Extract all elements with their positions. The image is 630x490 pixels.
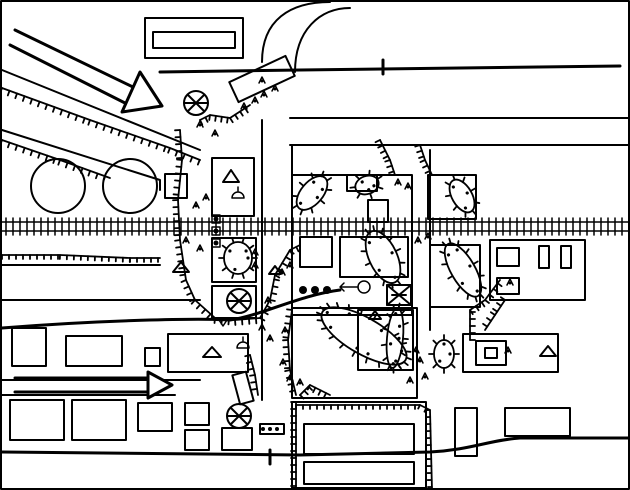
mine-mark	[266, 334, 274, 342]
mine-mark	[260, 90, 268, 98]
mine-mark	[412, 346, 420, 354]
wire-line-lower-west	[282, 308, 297, 396]
road-upper-edge	[158, 64, 622, 74]
mine-mark	[414, 236, 422, 244]
mine-mark	[421, 372, 429, 380]
mine-mark	[182, 236, 190, 244]
roads	[0, 1, 630, 466]
obstacle-circle-cross-middle	[226, 288, 252, 314]
wire-loop-north-east	[444, 174, 481, 218]
small-icons	[218, 186, 371, 349]
wire-loop-south-east	[428, 334, 460, 374]
wire-loop-south-right	[380, 302, 409, 374]
wire-line-south-1	[299, 384, 331, 400]
mine-mark	[192, 201, 200, 209]
mine-mark	[240, 102, 248, 110]
mine-mark	[394, 178, 402, 186]
mine-mark	[279, 358, 287, 366]
wire-line-east	[469, 279, 503, 341]
wire-loop-mid-center	[360, 225, 406, 289]
mine-mark	[504, 346, 512, 354]
checkpoint-x-box	[386, 284, 412, 306]
mine-mark	[416, 356, 424, 364]
dot-markers	[211, 214, 331, 431]
mine-mark	[258, 323, 266, 331]
mine-marks	[182, 76, 514, 386]
wire-loop-north-center	[349, 169, 384, 200]
railway	[1, 217, 630, 236]
mine-mark	[286, 261, 294, 269]
storage-tank-right	[102, 158, 158, 214]
buildings	[9, 17, 586, 489]
mine-mark	[271, 84, 279, 92]
mine-mark	[258, 76, 266, 84]
mine-mark	[251, 261, 259, 269]
road-diagonal-lower	[1, 129, 161, 191]
wire-loop-south-center	[316, 302, 412, 370]
wire-line-west	[172, 129, 216, 319]
mine-mark	[264, 296, 272, 304]
triangle-markers	[172, 169, 557, 358]
mine-mark	[424, 232, 432, 240]
wire-obstacles	[0, 87, 506, 490]
mine-mark	[296, 378, 304, 386]
mine-mark	[404, 182, 412, 190]
mine-mark	[278, 268, 286, 276]
wire-line-south-west	[290, 401, 297, 490]
wire-line-east-2	[482, 296, 506, 331]
mine-mark	[406, 376, 414, 384]
wire-line-diagonal-1	[0, 87, 201, 166]
mine-mark	[506, 278, 514, 286]
mine-mark	[251, 248, 259, 256]
road-diagonal-upper	[1, 69, 201, 151]
wire-line-west-road	[1, 254, 161, 263]
mine-mark	[202, 193, 210, 201]
obstacle-circle-cross-bottom	[226, 403, 252, 429]
movement-arrow-northwest	[8, 28, 164, 114]
mine-mark	[211, 129, 219, 137]
wire-line-diagonal-2	[0, 139, 111, 182]
mine-mark	[286, 374, 294, 382]
wire-loop-compound	[218, 237, 258, 279]
storage-tank-left	[30, 158, 86, 214]
wire-line-lower-center	[244, 354, 259, 396]
mine-mark	[251, 96, 259, 104]
wire-loop-east	[439, 237, 487, 303]
movement-arrow-southwest	[13, 370, 174, 400]
wire-line-north-2	[414, 144, 433, 176]
wire-line-north-1	[374, 139, 396, 176]
wire-loop-north-left	[291, 170, 333, 216]
road-curve-top-left	[261, 1, 331, 63]
mine-mark	[281, 326, 289, 334]
mine-mark	[196, 244, 204, 252]
obstacle-circle-cross-top	[183, 90, 209, 116]
road-curve-top-right	[294, 7, 351, 73]
wire-line-south-box	[295, 404, 433, 490]
mine-mark	[196, 120, 204, 128]
wire-line-top	[199, 104, 251, 126]
